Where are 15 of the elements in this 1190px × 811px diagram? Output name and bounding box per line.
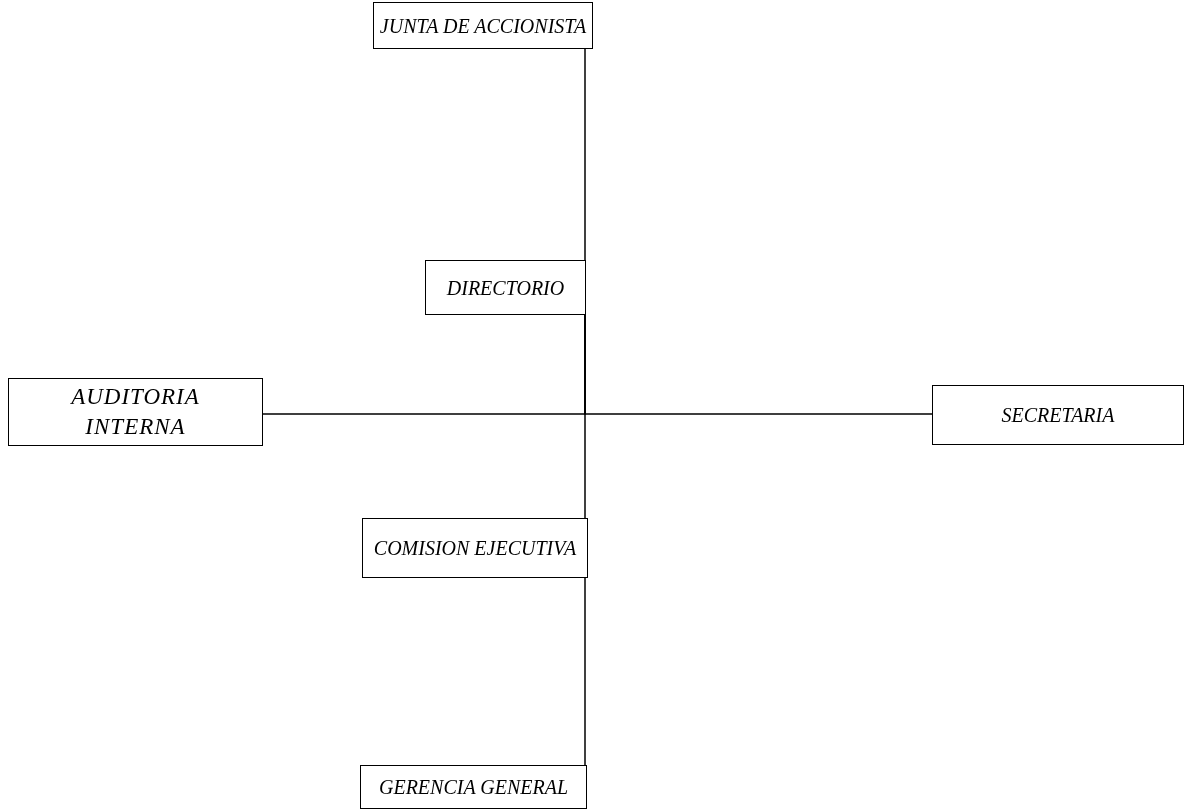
org-box xyxy=(932,385,1184,445)
org-box xyxy=(425,260,586,315)
connector-line xyxy=(584,48,586,261)
box-label: COMISION EJECUTIVA xyxy=(373,536,577,561)
box-label: GERENCIA GENERAL xyxy=(378,775,569,800)
box-label: SECRETARIA xyxy=(1001,403,1115,428)
org-box xyxy=(362,518,588,578)
box-label: JUNTA DE ACCIONISTA xyxy=(379,13,587,39)
org-box xyxy=(8,378,263,446)
box-label: DIRECTORIO xyxy=(446,275,565,301)
connector-line xyxy=(584,577,586,766)
org-box xyxy=(373,2,593,49)
box-label: AUDITORIA INTERNA xyxy=(69,383,201,441)
org-box xyxy=(360,765,587,809)
connector-line xyxy=(584,314,586,519)
